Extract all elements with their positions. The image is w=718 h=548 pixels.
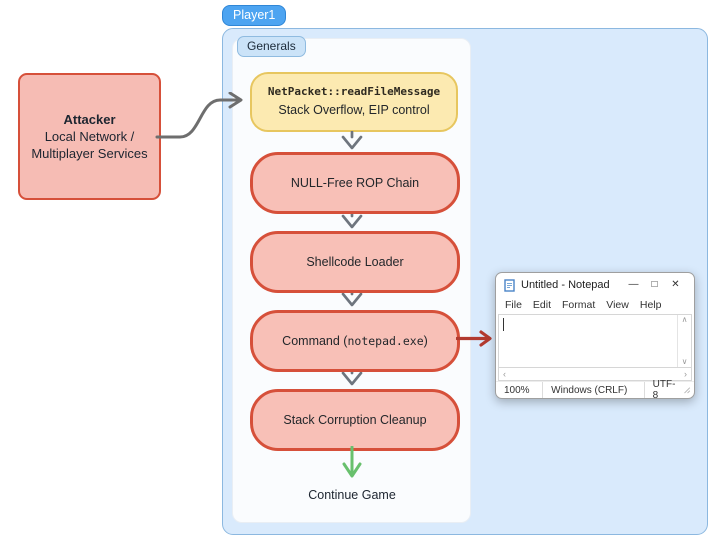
menu-edit[interactable]: Edit <box>532 299 552 312</box>
menu-help[interactable]: Help <box>639 299 662 312</box>
attacker-title: Attacker <box>63 111 116 127</box>
notepad-text-area[interactable]: ∧ ∨ <box>498 313 692 369</box>
attacker-subtitle-1: Local Network / <box>44 128 135 144</box>
status-zoom-level: 100% <box>504 384 530 396</box>
flow-node-cleanup: Stack Corruption Cleanup <box>250 389 460 451</box>
scroll-right-icon[interactable]: › <box>684 369 687 380</box>
cleanup-label: Stack Corruption Cleanup <box>283 413 427 427</box>
down-arrow-icon <box>341 131 363 150</box>
player1-badge: Player1 <box>222 5 287 26</box>
notepad-window: Untitled - Notepad — □ ✕ File Edit Forma… <box>495 272 695 401</box>
flow-node-rop-chain: NULL-Free ROP Chain <box>250 152 460 214</box>
window-controls: — □ ✕ <box>623 273 686 297</box>
notepad-window-title: Untitled - Notepad <box>521 279 610 291</box>
minimize-button[interactable]: — <box>628 279 639 290</box>
rop-chain-label: NULL-Free ROP Chain <box>290 176 420 190</box>
menu-file[interactable]: File <box>505 299 522 312</box>
entry-effect-label: Stack Overflow, EIP control <box>278 102 430 117</box>
notepad-menubar: File Edit Format View Help <box>496 297 694 314</box>
generals-badge: Generals <box>237 36 306 57</box>
close-button[interactable]: ✕ <box>671 279 680 290</box>
vertical-scrollbar[interactable]: ∧ ∨ <box>677 314 691 368</box>
scroll-left-icon[interactable]: ‹ <box>503 369 506 380</box>
horizontal-scrollbar[interactable]: ‹ › <box>498 368 692 381</box>
attacker-subtitle-2: Multiplayer Services <box>31 146 148 162</box>
command-to-notepad-arrow <box>456 330 492 347</box>
shellcode-label: Shellcode Loader <box>306 255 404 269</box>
scroll-up-icon[interactable]: ∧ <box>681 314 688 324</box>
notepad-titlebar[interactable]: Untitled - Notepad — □ ✕ <box>496 273 694 297</box>
status-encoding: UTF-8 <box>643 379 684 401</box>
attacker-node: Attacker Local Network / Multiplayer Ser… <box>18 73 161 200</box>
command-suffix: ) <box>423 334 428 348</box>
text-caret <box>503 317 504 331</box>
entry-function-label: NetPacket::readFileMessage <box>267 85 441 99</box>
command-prefix: Command ( <box>282 334 348 348</box>
flow-node-entry: NetPacket::readFileMessage Stack Overflo… <box>250 72 458 132</box>
continue-arrow-icon <box>342 446 362 478</box>
continue-game-label: Continue Game <box>308 488 396 502</box>
maximize-button[interactable]: □ <box>651 279 658 290</box>
attacker-to-entry-arrow <box>155 92 243 139</box>
menu-format[interactable]: Format <box>562 299 596 312</box>
status-line-ending: Windows (CRLF) <box>542 382 644 398</box>
command-label: Command (notepad.exe) <box>282 334 428 348</box>
menu-view[interactable]: View <box>606 299 629 312</box>
resize-grip-icon[interactable] <box>683 385 691 395</box>
flow-node-command: Command (notepad.exe) <box>250 310 460 372</box>
notepad-app-icon <box>504 278 515 292</box>
flow-node-shellcode: Shellcode Loader <box>250 231 460 293</box>
command-binary-name: notepad.exe <box>347 334 424 348</box>
notepad-statusbar: 100% Windows (CRLF) UTF-8 <box>496 379 694 401</box>
scroll-down-icon[interactable]: ∨ <box>681 357 688 367</box>
